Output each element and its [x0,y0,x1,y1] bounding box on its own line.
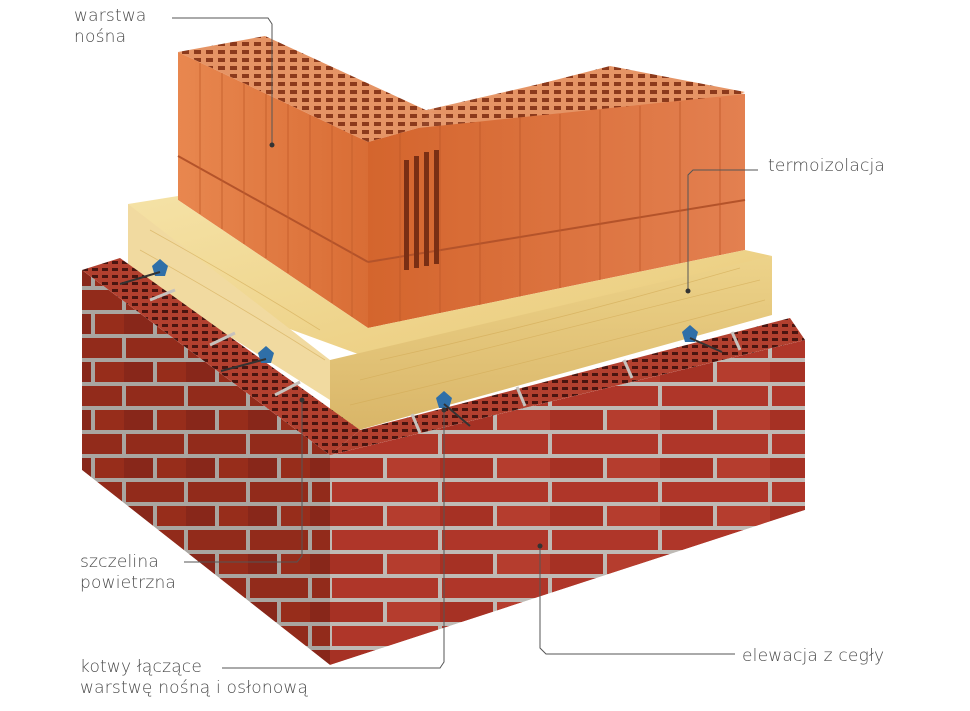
leader-facade [539,546,735,655]
brick-face-left [82,270,330,665]
label-insulation: termoizolacja [768,156,885,177]
label-line: elewacja z cegły [742,646,885,666]
label-line: warstwę nośną i osłonową [80,678,309,698]
label-air-gap: szczelina powietrzna [80,552,176,594]
anchor-icon [119,259,168,285]
brick-face-right [330,340,805,665]
anchor-icon [436,391,471,427]
leader-air-gap [184,400,303,563]
leader-load-bearing [172,17,273,144]
label-anchors: kotwy łączące warstwę nośną i osłonową [80,657,308,699]
label-line: termoizolacja [768,156,886,176]
leader-anchors [222,410,445,669]
label-line: powietrzna [80,573,177,593]
leader-insulation [687,169,758,290]
block-face-left [178,52,368,328]
brick-top-right [330,318,805,455]
label-load-bearing: warstwa nośna [74,6,147,48]
insulation-top [128,196,772,362]
label-facade: elewacja z cegły [742,646,884,667]
label-line: kotwy łączące [80,657,203,677]
facing-brick-wall [82,258,805,665]
wall-anchors [119,259,723,427]
insulation-top-left [128,204,330,400]
anchor-icon [682,325,723,353]
label-line: szczelina [80,552,159,572]
insulation-face-front [330,256,772,438]
leader-lines [172,17,758,669]
label-line: warstwa [74,6,147,26]
brick-top-left [82,258,360,455]
insulation-layer [128,196,772,438]
anchor-icon [220,346,274,372]
label-line: nośna [74,27,127,47]
